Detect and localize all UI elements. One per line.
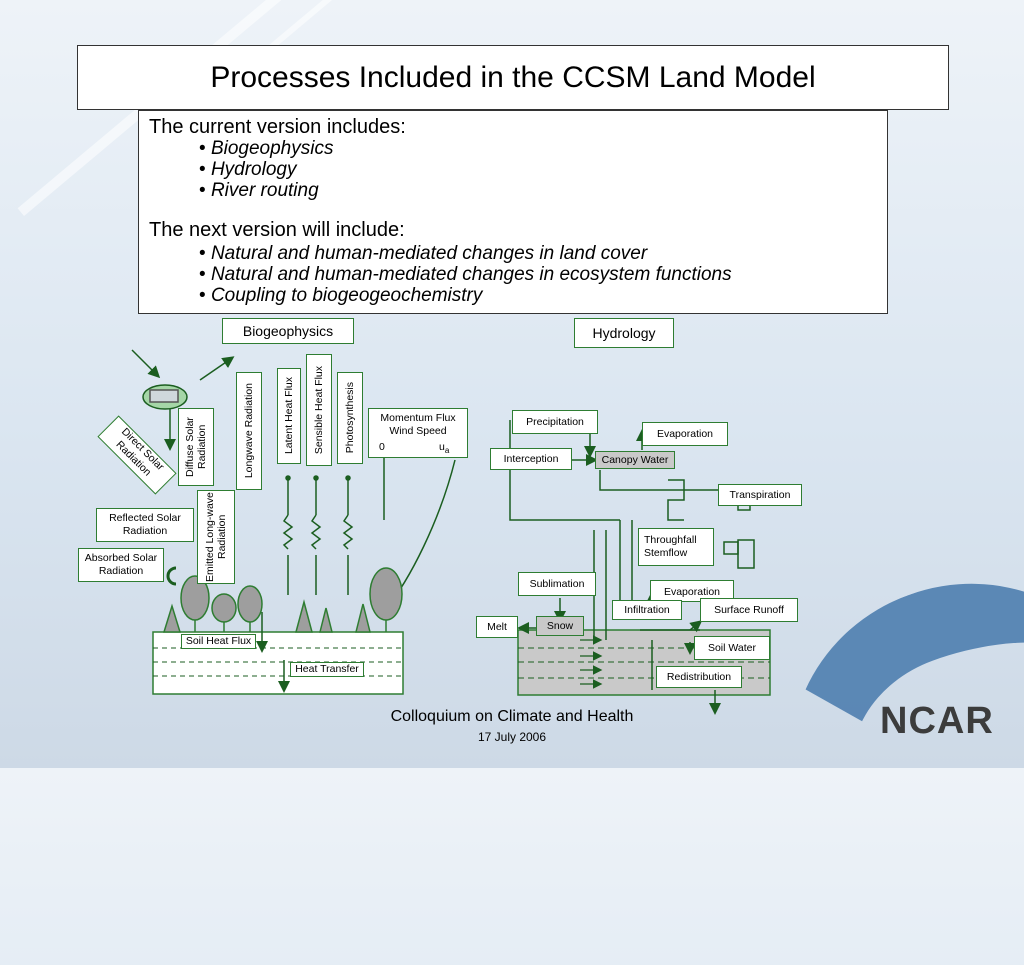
diffuse-solar-label: Diffuse Solar Radiation bbox=[178, 408, 214, 486]
absorbed-solar-label: Absorbed Solar Radiation bbox=[78, 548, 164, 582]
infiltration-label: Infiltration bbox=[612, 600, 682, 620]
latent-heat-label: Latent Heat Flux bbox=[277, 368, 301, 464]
hydro-line bbox=[599, 470, 740, 491]
evaporation-canopy-label: Evaporation bbox=[642, 422, 728, 446]
canopy-water-label: Canopy Water bbox=[595, 451, 675, 469]
footer-event: Colloquium on Climate and Health bbox=[390, 708, 634, 725]
current-item: Hydrology bbox=[199, 159, 297, 181]
momentum-box: Momentum Flux Wind Speed 0 ua bbox=[368, 408, 468, 458]
momentum-label: Momentum Flux bbox=[380, 412, 456, 424]
biogeophysics-header: Biogeophysics bbox=[222, 318, 354, 344]
next-heading: The next version will include: bbox=[149, 219, 405, 241]
tree-group bbox=[162, 567, 403, 633]
next-item: Natural and human-mediated changes in la… bbox=[199, 243, 647, 265]
content-box: The current version includes: Biogeophys… bbox=[138, 110, 888, 314]
next-item: Coupling to biogeogeochemistry bbox=[199, 285, 482, 307]
hydrology-header: Hydrology bbox=[574, 318, 674, 348]
precipitation-label: Precipitation bbox=[512, 410, 598, 434]
longwave-label: Longwave Radiation bbox=[236, 372, 262, 490]
soil-water-label: Soil Water bbox=[694, 636, 770, 660]
cloud-box bbox=[149, 389, 179, 403]
slide-title: Processes Included in the CCSM Land Mode… bbox=[210, 60, 816, 94]
ua-label: ua bbox=[439, 441, 450, 456]
absorbed-curve bbox=[166, 566, 177, 586]
sensible-heat-label: Sensible Heat Flux bbox=[306, 354, 332, 466]
snow-label: Snow bbox=[536, 616, 584, 636]
surface-runoff-label: Surface Runoff bbox=[700, 598, 798, 622]
footer-date: 17 July 2006 bbox=[477, 730, 547, 744]
next-item: Natural and human-mediated changes in ec… bbox=[199, 264, 732, 286]
interception-label: Interception bbox=[490, 448, 572, 470]
throughfall-label: Throughfall Stemflow bbox=[638, 528, 714, 566]
sublimation-label: Sublimation bbox=[518, 572, 596, 596]
outgoing-arrow bbox=[199, 356, 235, 381]
incoming-arrow bbox=[131, 349, 161, 379]
hydro-line bbox=[509, 420, 620, 521]
redistribution-label: Redistribution bbox=[656, 666, 742, 688]
flux-lines bbox=[282, 478, 354, 595]
current-item: River routing bbox=[199, 180, 319, 202]
ncar-logo: NCAR bbox=[880, 700, 994, 742]
reflected-solar-label: Reflected Solar Radiation bbox=[96, 508, 194, 542]
photosynthesis-label: Photosynthesis bbox=[337, 372, 363, 464]
zero-label: 0 bbox=[379, 441, 385, 453]
title-box: Processes Included in the CCSM Land Mode… bbox=[77, 45, 949, 110]
evaporation-ground-label: Evaporation bbox=[650, 580, 734, 602]
emitted-longwave-label: Emitted Long-wave Radiation bbox=[197, 490, 235, 584]
soil-heat-flux-label: Soil Heat Flux bbox=[181, 634, 256, 649]
current-item: Biogeophysics bbox=[199, 138, 334, 160]
heat-transfer-label: Heat Transfer bbox=[290, 662, 364, 677]
wind-speed-label: Wind Speed bbox=[389, 424, 447, 437]
melt-label: Melt bbox=[476, 616, 518, 638]
transpiration-label: Transpiration bbox=[718, 484, 802, 506]
current-heading: The current version includes: bbox=[149, 116, 406, 138]
diagram-graphics bbox=[131, 349, 771, 715]
